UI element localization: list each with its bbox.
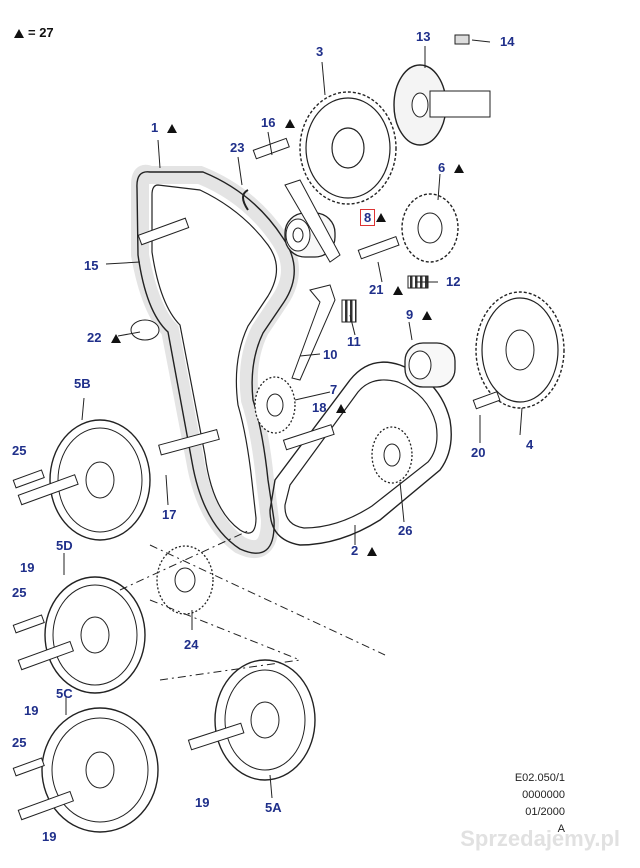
ref-line-3: 01/2000: [525, 806, 565, 818]
callout-18: 18: [312, 400, 327, 415]
drawing-reference: E02.050/1 0000000 01/2000 A: [515, 770, 565, 838]
callout-14: 14: [500, 34, 515, 49]
ref-line-2: 0000000: [522, 789, 565, 801]
callout-19c: 19: [42, 829, 57, 844]
triangle-icon: [376, 213, 386, 222]
callout-8: 8: [360, 209, 376, 226]
camshaft-gear-right: [475, 291, 565, 409]
damper-pulley-5C: [41, 707, 159, 833]
camshaft-gear: [299, 91, 397, 205]
watermark: Sprzedajemy.pl: [460, 826, 620, 851]
callout-19d: 19: [195, 795, 210, 810]
idler-gear-7: [254, 376, 296, 434]
callout-16: 16: [261, 115, 276, 130]
ref-line-1: E02.050/1: [514, 772, 565, 784]
callout-10: 10: [323, 347, 338, 362]
callout-12: 12: [446, 274, 461, 289]
tensioner-arm: [291, 284, 336, 381]
triangle-icon: [111, 334, 121, 343]
callout-21: 21: [369, 282, 384, 297]
callout-3: 3: [316, 44, 324, 59]
idler-pulley: [404, 342, 456, 388]
triangle-icon: [454, 164, 464, 173]
callout-26: 26: [398, 523, 413, 538]
callout-13: 13: [416, 29, 431, 44]
injection-pump-gear: [401, 193, 459, 263]
callout-4: 4: [526, 437, 534, 452]
damper-pulley-5B: [49, 419, 151, 541]
triangle-icon: [167, 124, 177, 133]
triangle-icon: [367, 547, 377, 556]
triangle-icon: [285, 119, 295, 128]
circlip: [242, 189, 249, 211]
triangle-icon: [422, 311, 432, 320]
spring: [341, 299, 357, 323]
callout-5b: 5B: [74, 376, 91, 391]
crankshaft-sprocket: [156, 545, 214, 615]
callout-1: 1: [151, 120, 159, 135]
callout-11: 11: [347, 334, 361, 349]
callout-15: 15: [84, 258, 99, 273]
callout-19a: 19: [20, 560, 35, 575]
callout-5a: 5A: [265, 800, 282, 815]
callout-6: 6: [438, 160, 446, 175]
washer: [130, 319, 160, 341]
callout-9: 9: [406, 307, 414, 322]
callout-5c: 5C: [56, 686, 73, 701]
idler-gear-26: [371, 426, 413, 484]
triangle-icon: [14, 29, 24, 38]
legend-text: = 27: [28, 25, 54, 40]
woodruff-key: [454, 34, 470, 45]
timing-belt-secondary: [269, 361, 452, 546]
ref-line-4: A: [557, 823, 565, 835]
callout-5d: 5D: [56, 538, 73, 553]
damper-pulley-5D: [44, 576, 146, 694]
triangle-icon: [336, 404, 346, 413]
callout-7: 7: [330, 382, 338, 397]
timing-belt-main: [131, 164, 299, 559]
callout-17: 17: [162, 507, 177, 522]
legend: = 27: [14, 25, 54, 40]
damper-pulley-5A: [214, 659, 316, 781]
callout-22: 22: [87, 330, 102, 345]
callout-25b: 25: [12, 585, 27, 600]
triangle-icon: [393, 286, 403, 295]
callout-25c: 25: [12, 735, 27, 750]
callout-23: 23: [230, 140, 245, 155]
callout-25a: 25: [12, 443, 27, 458]
callout-2: 2: [351, 543, 359, 558]
callout-24: 24: [184, 637, 199, 652]
hub-flange: [393, 64, 491, 146]
callout-19b: 19: [24, 703, 39, 718]
callout-20: 20: [471, 445, 486, 460]
